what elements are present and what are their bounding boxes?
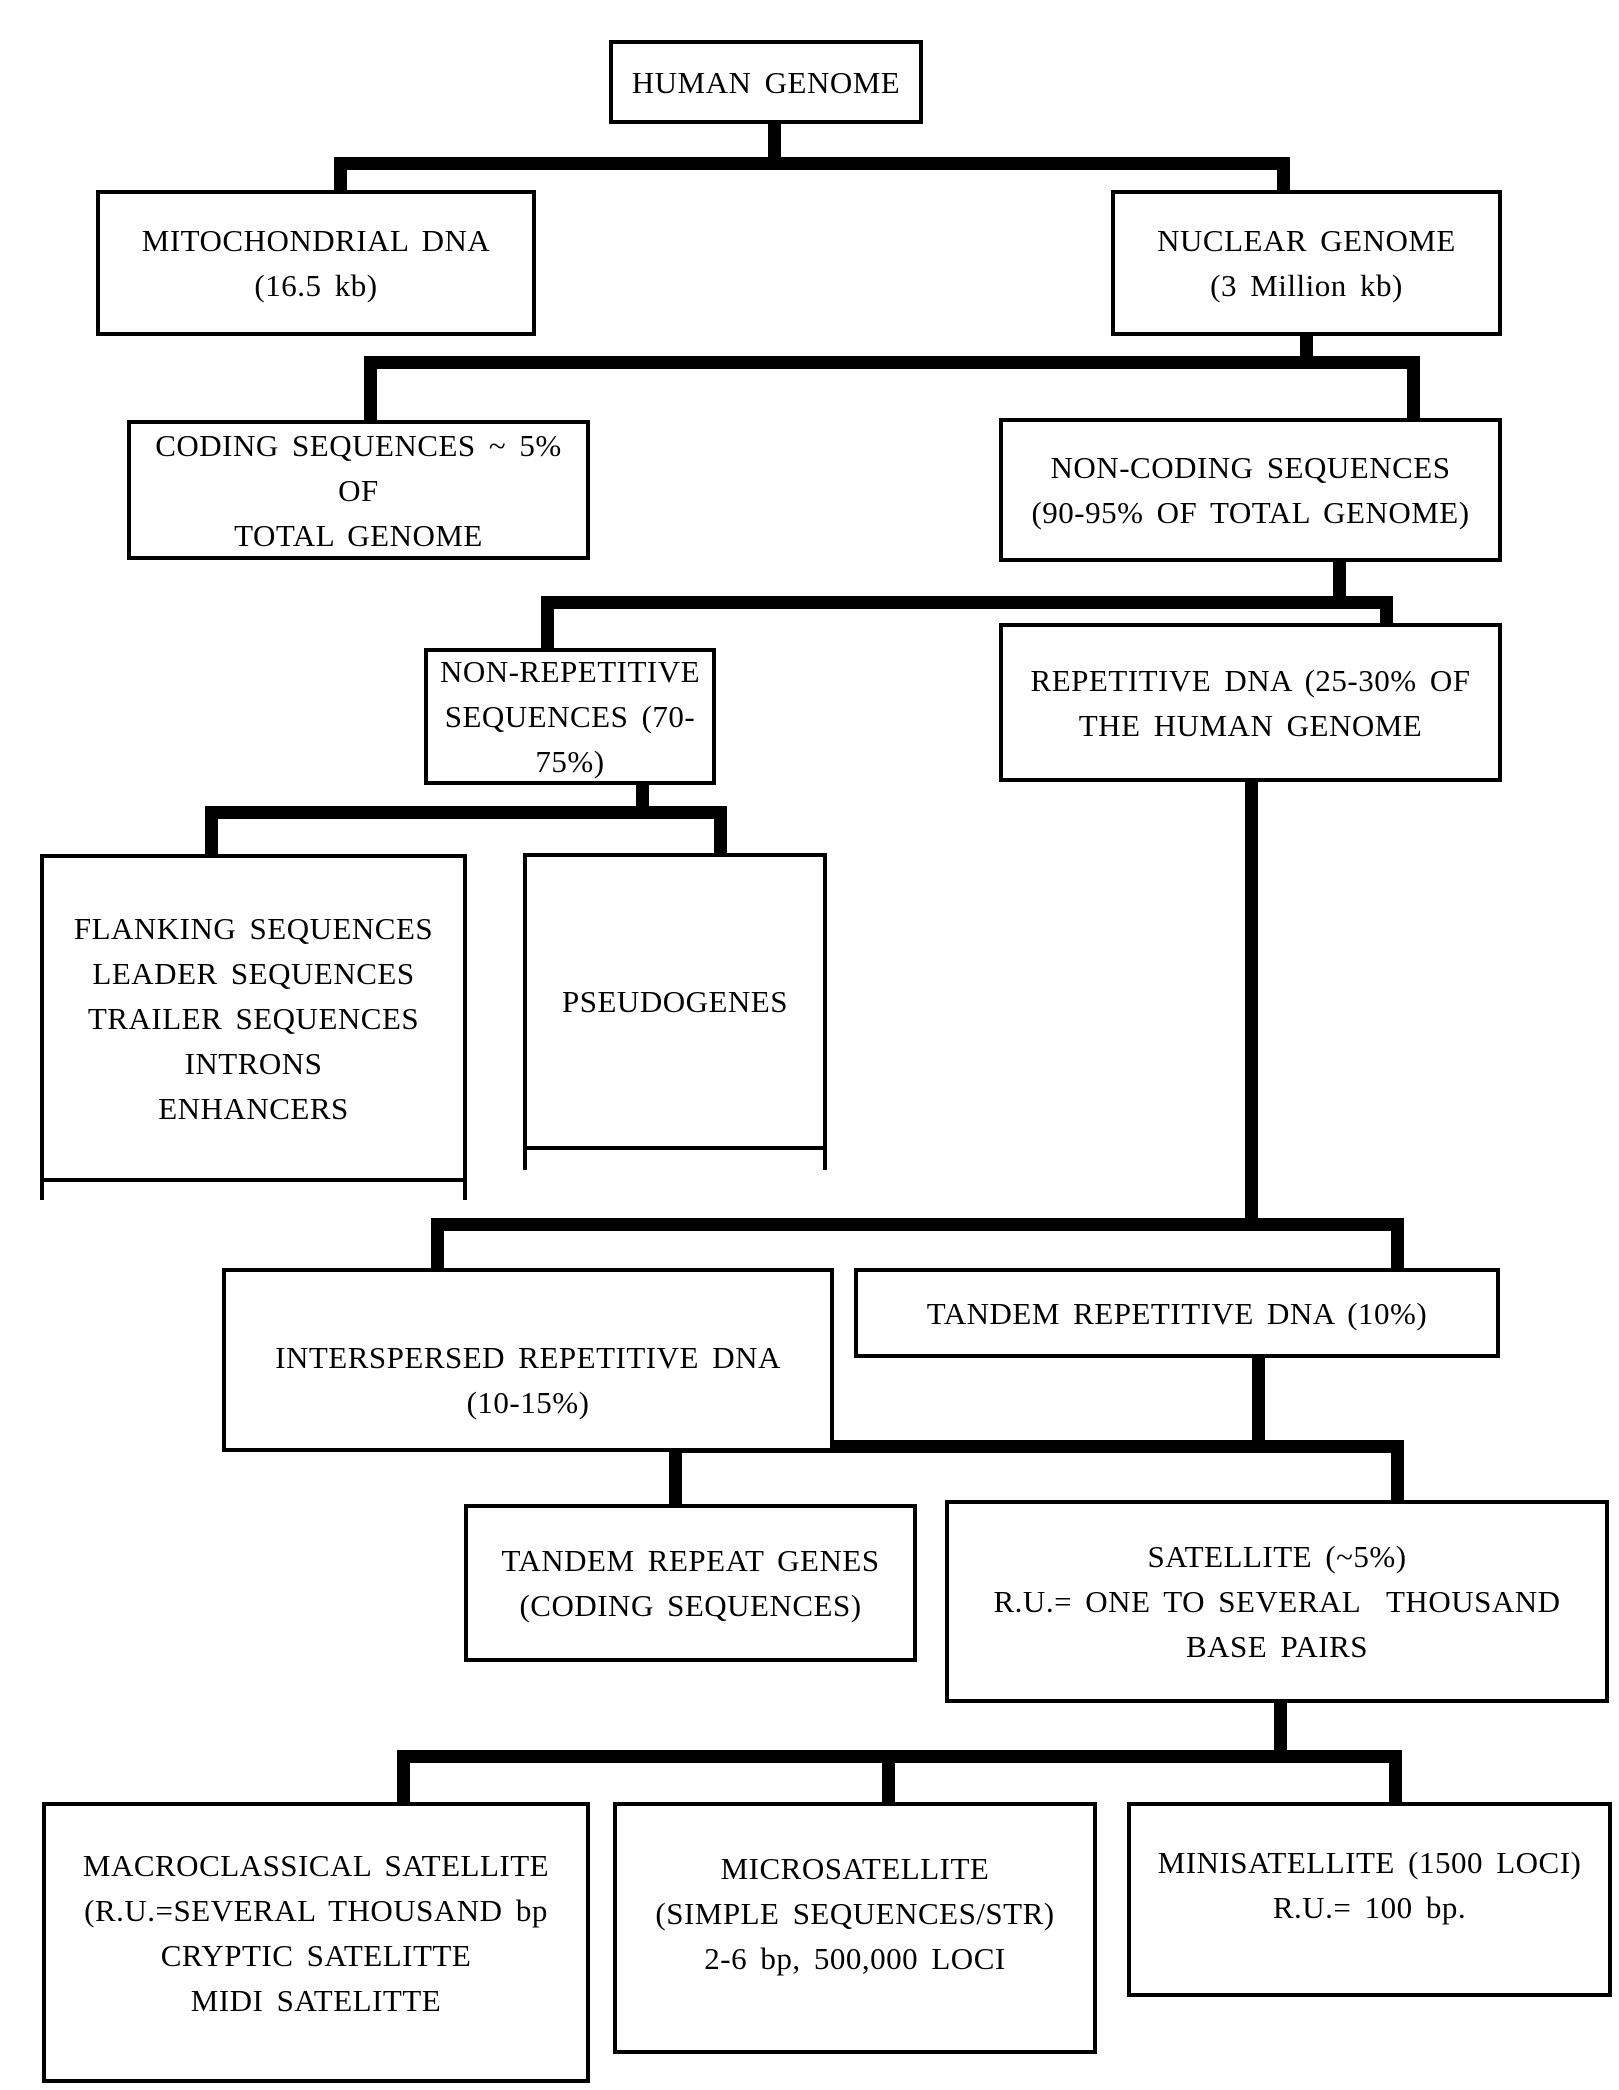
node-coding-sequences: CODING SEQUENCES ~ 5% OF TOTAL GENOME xyxy=(127,420,590,560)
node-label: CODING SEQUENCES ~ 5% OF xyxy=(155,427,576,508)
node-label: MIDI SATELITTE xyxy=(190,1982,442,2018)
node-label: LEADER SEQUENCES xyxy=(92,955,415,991)
node-satellite: SATELLITE (~5%) R.U.= ONE TO SEVERAL THO… xyxy=(945,1500,1609,1703)
pseudogenes-right-stub xyxy=(823,1150,827,1170)
connector-drop-nuclear xyxy=(1277,157,1290,198)
node-label: TANDEM REPETITIVE DNA (10%) xyxy=(926,1295,1428,1331)
connector-human-stub xyxy=(768,118,781,164)
node-label: SATELLITE (~5%) xyxy=(1147,1539,1407,1574)
node-label: TRAILER SEQUENCES xyxy=(87,1000,420,1036)
node-label: (CODING SEQUENCES) xyxy=(519,1588,862,1623)
node-repetitive-dna: REPETITIVE DNA (25-30% OF THE HUMAN GENO… xyxy=(999,623,1502,782)
connector-drop-tandemrepetitive xyxy=(1391,1218,1404,1278)
node-label: NUCLEAR GENOME xyxy=(1157,223,1456,258)
node-label: SEQUENCES (70-75%) xyxy=(444,699,696,779)
node-label: FLANKING SEQUENCES xyxy=(73,910,434,946)
pseudogenes-left-stub xyxy=(523,1150,527,1170)
node-label: NON-CODING SEQUENCES xyxy=(1050,450,1451,485)
node-label: TANDEM REPEAT GENES xyxy=(501,1543,880,1578)
connector-drop-tandemgenes xyxy=(669,1440,682,1516)
connector-drop-flanking xyxy=(205,806,218,862)
node-label: (10-15%) xyxy=(466,1385,590,1420)
node-non-coding-sequences: NON-CODING SEQUENCES (90-95% OF TOTAL GE… xyxy=(999,418,1502,562)
flanking-box-left-stub xyxy=(40,1178,44,1200)
connector-level2-hbar xyxy=(364,356,1420,369)
connector-drop-noncoding xyxy=(1407,356,1420,426)
node-microsatellite: MICROSATELLITE (SIMPLE SEQUENCES/STR) 2-… xyxy=(613,1802,1097,2054)
node-flanking-group: FLANKING SEQUENCES LEADER SEQUENCES TRAI… xyxy=(40,854,467,1182)
node-label: (16.5 kb) xyxy=(254,268,378,303)
node-label: BASE PAIRS xyxy=(1185,1629,1368,1664)
connector-tandemrepetitive-stub xyxy=(1252,1353,1265,1447)
connector-repetitive-long-vbar xyxy=(1245,777,1258,1225)
node-label: REPETITIVE DNA (25-30% OF xyxy=(1030,662,1471,698)
node-label: R.U.= 100 bp. xyxy=(1272,1889,1467,1925)
node-label: ENHANCERS xyxy=(158,1090,349,1126)
node-label: INTRONS xyxy=(184,1045,323,1081)
node-pseudogenes: PSEUDOGENES xyxy=(523,853,827,1150)
node-label: (3 Million kb) xyxy=(1210,268,1403,303)
connector-level3-hbar xyxy=(541,596,1393,609)
node-label: MITOCHONDRIAL DNA xyxy=(141,223,491,258)
connector-drop-interspersed xyxy=(431,1218,444,1276)
connector-drop-macroclassical xyxy=(397,1750,410,1814)
connector-drop-mitochondrial xyxy=(334,157,347,198)
node-label: MACROCLASSICAL SATELLITE xyxy=(82,1847,550,1883)
connector-nonrepetitive-stub xyxy=(636,780,649,814)
node-label: INTERSPERSED REPETITIVE DNA xyxy=(275,1340,781,1375)
node-tandem-repeat-genes: TANDEM REPEAT GENES (CODING SEQUENCES) xyxy=(464,1504,917,1662)
connector-noncoding-stub xyxy=(1333,556,1346,604)
connector-level6-hbar xyxy=(669,1440,1404,1453)
connector-level4-hbar xyxy=(205,806,727,819)
node-non-repetitive-sequences: NON-REPETITIVE SEQUENCES (70-75%) xyxy=(424,648,716,785)
connector-drop-minisatellite xyxy=(1389,1750,1402,1814)
node-nuclear-genome: NUCLEAR GENOME (3 Million kb) xyxy=(1111,190,1502,336)
node-human-genome: HUMAN GENOME xyxy=(609,40,923,124)
connector-level5-hbar xyxy=(431,1218,1404,1231)
node-mitochondrial-dna: MITOCHONDRIAL DNA (16.5 kb) xyxy=(96,190,536,336)
node-interspersed-repetitive-dna: INTERSPERSED REPETITIVE DNA (10-15%) xyxy=(222,1268,834,1452)
node-label: TOTAL GENOME xyxy=(234,517,483,553)
node-label: PSEUDOGENES xyxy=(562,984,788,1019)
node-label: MINISATELLITE (1500 LOCI) xyxy=(1157,1844,1582,1880)
node-label: R.U.= ONE TO SEVERAL THOUSAND xyxy=(993,1584,1561,1619)
node-tandem-repetitive-dna: TANDEM REPETITIVE DNA (10%) xyxy=(854,1268,1500,1358)
connector-level7-hbar xyxy=(397,1750,1402,1763)
connector-drop-coding xyxy=(364,356,377,428)
connector-drop-repetitive xyxy=(1380,596,1393,631)
node-label: NON-REPETITIVE xyxy=(439,654,701,689)
node-label: CRYPTIC SATELITTE xyxy=(160,1937,472,1973)
node-label: (SIMPLE SEQUENCES/STR) xyxy=(655,1895,1055,1931)
node-macroclassical-satellite: MACROCLASSICAL SATELLITE (R.U.=SEVERAL T… xyxy=(42,1802,590,2083)
connector-drop-satellite xyxy=(1391,1440,1404,1512)
node-label: THE HUMAN GENOME xyxy=(1078,707,1423,743)
node-label: 2-6 bp, 500,000 LOCI xyxy=(704,1940,1006,1976)
node-label: (R.U.=SEVERAL THOUSAND bp xyxy=(84,1892,548,1928)
node-label: MICROSATELLITE xyxy=(720,1850,990,1886)
node-label: HUMAN GENOME xyxy=(631,64,901,100)
node-label: (90-95% OF TOTAL GENOME) xyxy=(1031,495,1470,530)
connector-satellite-stub xyxy=(1274,1698,1287,1756)
connector-level1-hbar xyxy=(334,157,1290,170)
flanking-box-right-stub xyxy=(463,1178,467,1200)
connector-drop-nonrepetitive xyxy=(541,596,554,656)
connector-nuclear-stub xyxy=(1300,330,1313,364)
node-minisatellite: MINISATELLITE (1500 LOCI) R.U.= 100 bp. xyxy=(1127,1802,1612,1997)
